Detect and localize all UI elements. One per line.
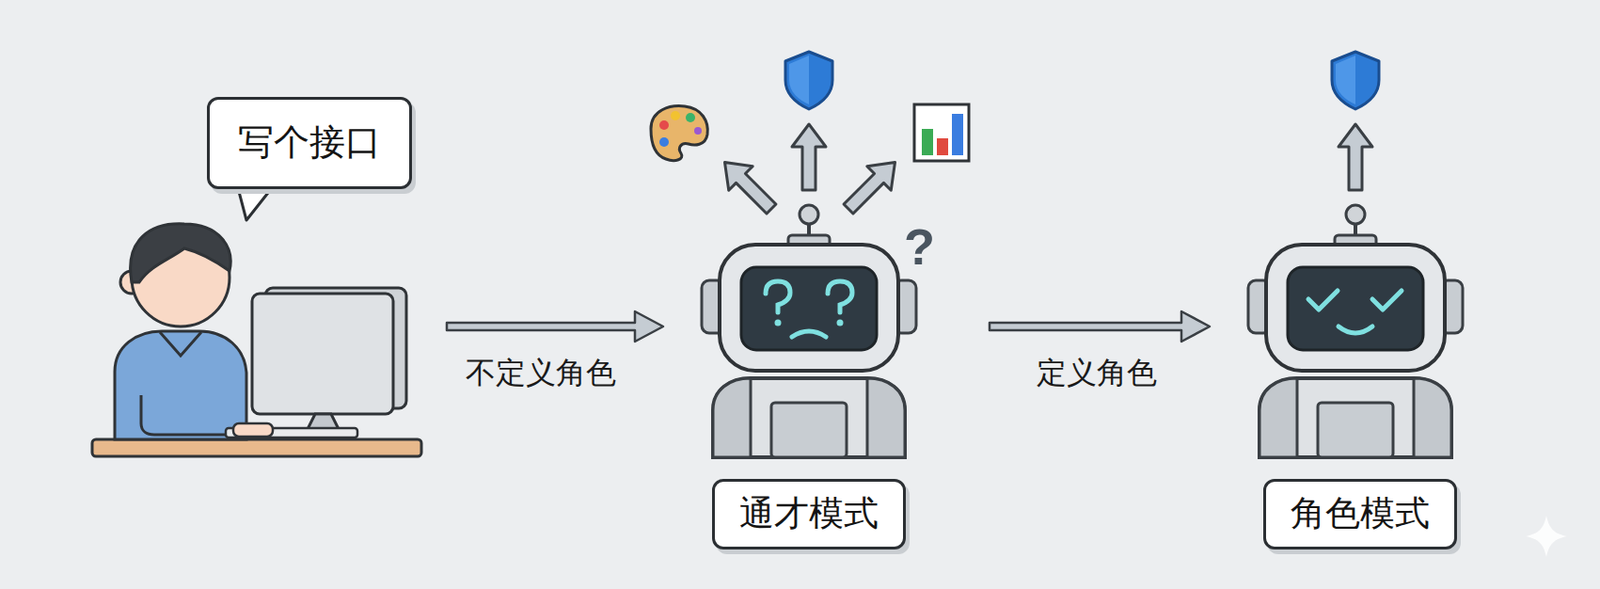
arrow-label: 不定义角色	[465, 354, 617, 391]
node-text: 角色模式	[1290, 492, 1430, 535]
question-mark: ?	[903, 216, 935, 278]
palette-icon	[650, 106, 708, 161]
flow-arrow	[989, 311, 1210, 342]
chart-icon	[914, 104, 969, 161]
bubble-tail	[237, 184, 275, 221]
node-text: 写个接口	[237, 121, 381, 165]
node-text: 通才模式	[739, 492, 879, 535]
speech-bubble: 写个接口	[206, 96, 412, 190]
robot-generalist	[701, 51, 917, 458]
mode-label-box: 通才模式	[712, 478, 906, 550]
flow-arrow	[446, 311, 664, 342]
robot-role	[1248, 51, 1463, 458]
mode-label-box: 角色模式	[1263, 478, 1458, 550]
person-at-computer	[92, 223, 422, 457]
sparkle-mark	[1525, 515, 1568, 557]
arrow-label: 定义角色	[1036, 354, 1157, 391]
